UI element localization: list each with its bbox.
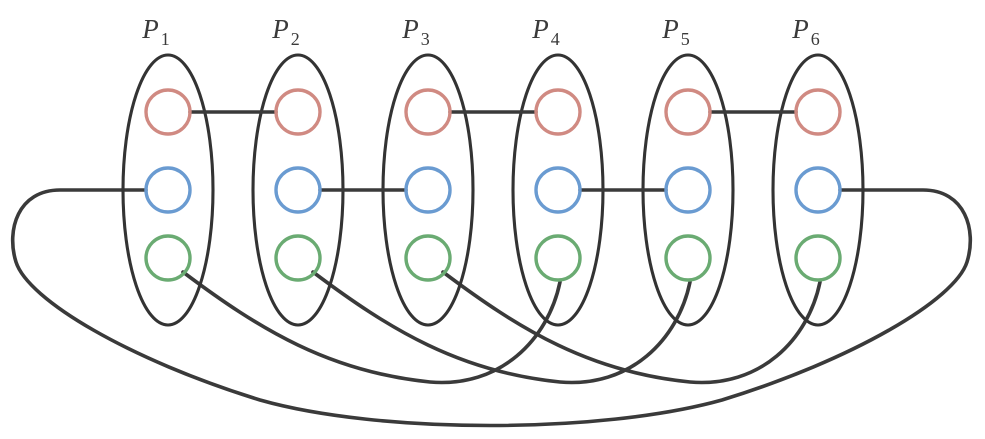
blue-wraparound-edge-group bbox=[10, 188, 973, 428]
vertex-p6-red[interactable] bbox=[794, 88, 842, 136]
vertex-p4-green[interactable] bbox=[534, 234, 582, 282]
vertex-p1-blue[interactable] bbox=[144, 166, 192, 214]
vertex-p1-red[interactable] bbox=[144, 88, 192, 136]
vertex-p6-green[interactable] bbox=[794, 234, 842, 282]
green-edge-p1-p4 bbox=[181, 270, 562, 385]
vertex-p4-red[interactable] bbox=[534, 88, 582, 136]
vertex-p1-green[interactable] bbox=[144, 234, 192, 282]
vertex-p6-blue[interactable] bbox=[794, 166, 842, 214]
vertex-p5-red[interactable] bbox=[664, 88, 712, 136]
part-ellipse-p6 bbox=[771, 53, 865, 327]
vertex-p5-blue[interactable] bbox=[664, 166, 712, 214]
vertex-p3-red[interactable] bbox=[404, 88, 452, 136]
vertex-p4-blue[interactable] bbox=[534, 166, 582, 214]
vertex-p3-green[interactable] bbox=[404, 234, 452, 282]
vertex-group bbox=[144, 88, 842, 282]
vertex-p3-blue[interactable] bbox=[404, 166, 452, 214]
green-edge-group bbox=[181, 270, 822, 385]
blue-edge-p1-p6-wrap bbox=[10, 188, 973, 428]
vertex-p2-blue[interactable] bbox=[274, 166, 322, 214]
vertex-p2-green[interactable] bbox=[274, 234, 322, 282]
part-ellipse-group bbox=[121, 53, 865, 327]
vertex-p2-red[interactable] bbox=[274, 88, 322, 136]
green-edge-p3-p6 bbox=[441, 270, 822, 385]
vertex-p5-green[interactable] bbox=[664, 234, 712, 282]
green-edge-p2-p5 bbox=[311, 270, 692, 385]
part-ellipse-p1 bbox=[121, 53, 215, 327]
